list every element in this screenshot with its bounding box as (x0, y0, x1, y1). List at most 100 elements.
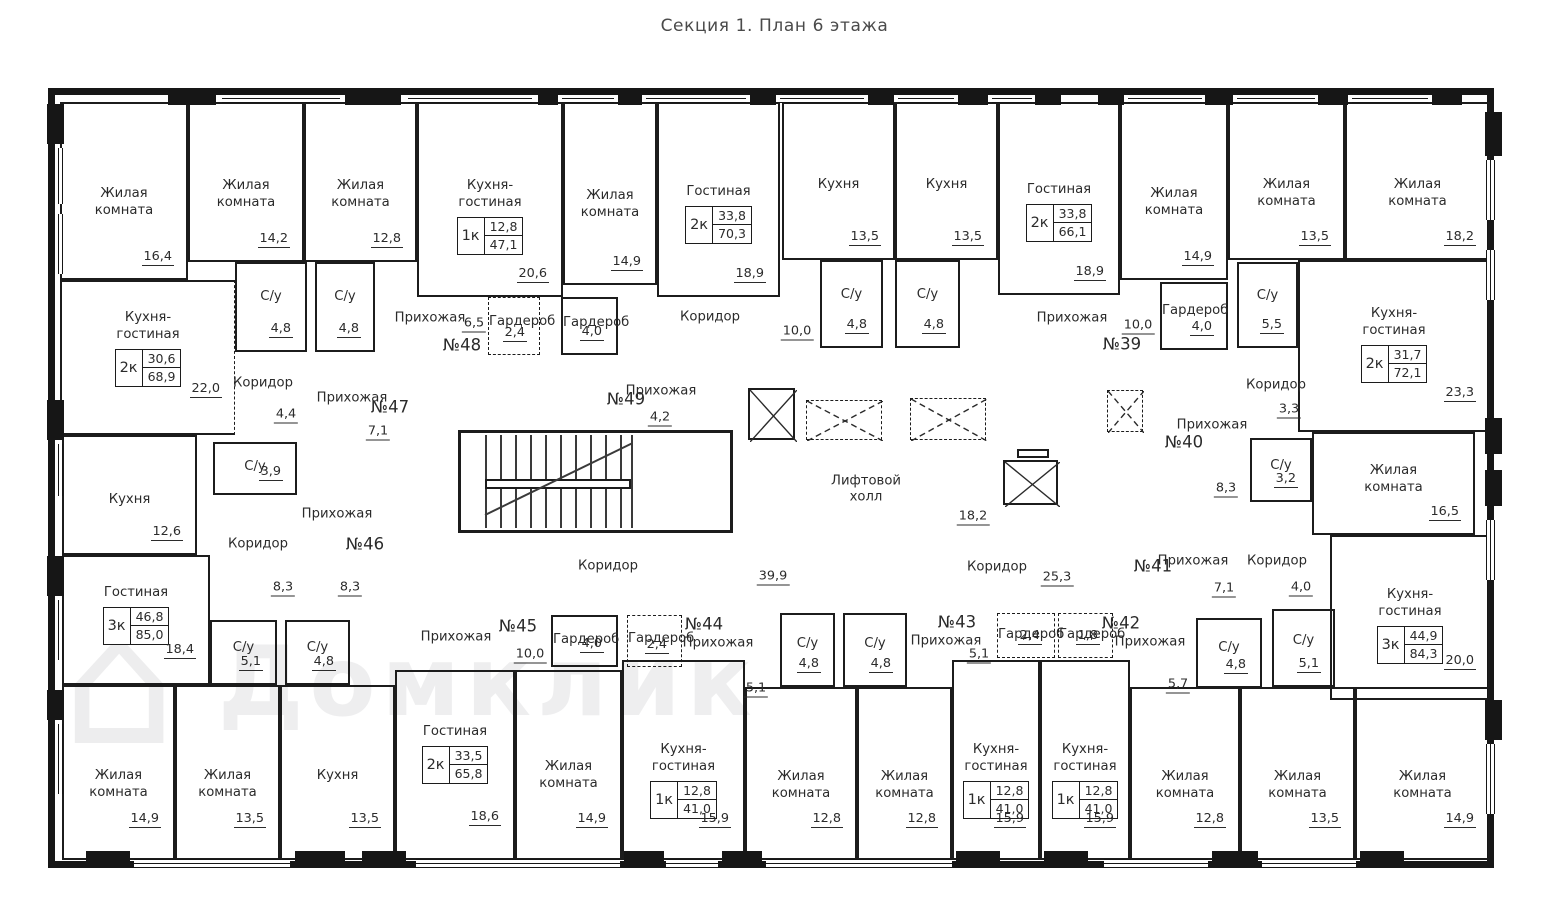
wall-pillar (956, 851, 1000, 868)
wall-pillar (47, 400, 64, 440)
area-value: 4,2 (647, 409, 673, 427)
apartment-number: №47 (370, 397, 410, 417)
room-name: Гостиная (103, 585, 169, 600)
living-area: 12,8 (990, 782, 1029, 801)
wall-pillar (345, 88, 401, 105)
wall-pillar (538, 88, 558, 105)
window (1237, 94, 1315, 103)
total-area: 85,0 (135, 627, 164, 643)
room-area: 2,4 (502, 325, 527, 342)
wall-pillar (1485, 470, 1502, 506)
room-area: 16,5 (1428, 504, 1461, 521)
room-area: 4,8 (796, 656, 821, 673)
room-name: Кухня-гостиная (651, 742, 716, 774)
room-label: Прихожая (1114, 634, 1186, 650)
room-label: Коридор (1246, 377, 1306, 393)
room-area: 14,9 (128, 811, 161, 828)
room-area: 12,8 (905, 811, 938, 828)
window (666, 859, 718, 868)
room-name: С/у (1270, 458, 1292, 473)
apartment-number: №45 (498, 616, 538, 636)
room-name: Гостиная (686, 184, 751, 199)
room-area: 14,9 (610, 254, 643, 271)
apartment-type: 2к (116, 349, 143, 386)
apartment-type: 2к (686, 206, 714, 243)
window (408, 94, 532, 103)
room-name: Гостиная (1026, 182, 1092, 197)
area-value: 8,3 (337, 579, 363, 597)
room-name: Гостиная (422, 724, 488, 739)
room-area: 2,4 (644, 637, 669, 654)
living-area: 44,9 (1404, 627, 1443, 646)
area-value: 4,0 (1288, 579, 1314, 597)
living-area: 30,6 (142, 350, 181, 369)
total-area: 66,1 (1058, 224, 1087, 240)
apartment-type: 2к (1362, 345, 1389, 382)
elevator-shaft (1003, 449, 1060, 507)
room-area: 4,0 (579, 324, 604, 341)
room-name: Кухня-гостиная (964, 742, 1028, 774)
room-area: 14,2 (257, 231, 290, 248)
room-name: Гардероб (998, 627, 1065, 642)
wall-pillar (750, 88, 776, 105)
total-area: 72,1 (1393, 365, 1422, 381)
wall-pillar (1432, 88, 1462, 105)
elevator-x-mark (807, 401, 883, 441)
room-name: Гардероб (563, 315, 630, 330)
elevator-x-mark (1005, 462, 1060, 507)
room-area: 12,8 (370, 231, 403, 248)
wall-pillar (1212, 851, 1258, 868)
room-label: Коридор (967, 559, 1027, 575)
room-name: С/у (840, 287, 863, 302)
room-name: Кухня-гостиная (1378, 587, 1442, 619)
room-area: 4,8 (268, 321, 293, 338)
apartment-number: №44 (684, 614, 724, 634)
room-label: Прихожая (625, 383, 697, 399)
apartment-number: №46 (345, 534, 385, 554)
room-label: Прихожая (316, 390, 388, 406)
apartment-number: №49 (606, 389, 646, 409)
room-area: 2,4 (1017, 628, 1042, 645)
wall-pillar (362, 851, 406, 868)
living-area: 46,8 (130, 608, 169, 627)
apartment-number: №48 (442, 335, 482, 355)
window (780, 94, 864, 103)
window (1104, 859, 1208, 868)
elevator-x-mark (911, 399, 987, 441)
room-area: 14,9 (575, 811, 608, 828)
area-value: 7,1 (1211, 580, 1237, 598)
room-label: Коридор (578, 558, 638, 574)
room-area: 13,5 (951, 229, 984, 246)
area-value: 25,3 (1040, 569, 1074, 587)
window (1262, 859, 1356, 868)
room-area: 4,0 (1189, 319, 1214, 336)
apartment-type: 3к (1378, 626, 1405, 663)
window (54, 600, 63, 660)
area-value: 39,9 (756, 568, 790, 586)
